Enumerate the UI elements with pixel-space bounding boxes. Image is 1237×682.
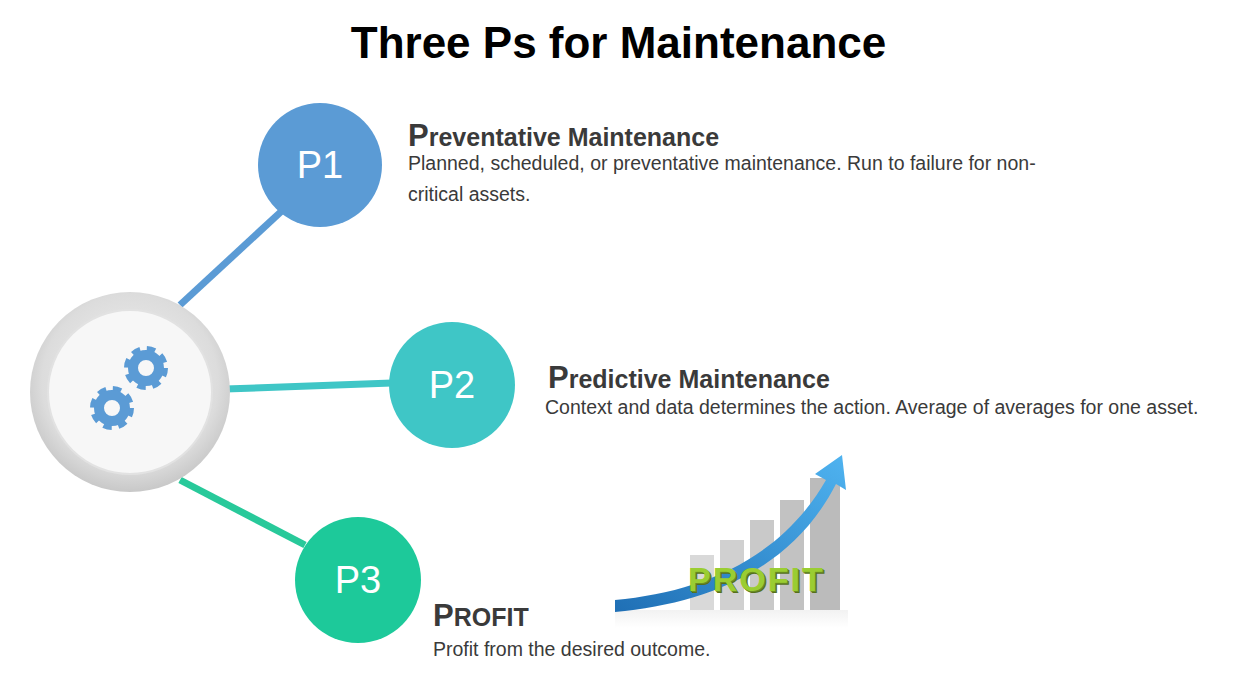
gear-icon xyxy=(96,352,162,424)
p-circle: P3PROFITProfit from the desired outcome. xyxy=(295,517,421,643)
p-circle: P1Preventative MaintenancePlanned, sched… xyxy=(258,103,382,227)
hub-ring xyxy=(30,292,230,492)
circle-label: P3 xyxy=(295,517,421,643)
p-circle: P2Predictive MaintenanceContext and data… xyxy=(389,322,515,448)
spoke-line xyxy=(180,480,305,545)
spoke-line xyxy=(225,383,392,389)
spoke-line xyxy=(180,208,285,305)
profit-chart xyxy=(615,455,848,628)
circle-label: P2 xyxy=(389,322,515,448)
illustration-label: PROFIT xyxy=(688,560,825,599)
title: Three Ps for Maintenance xyxy=(0,18,1237,68)
circle-label: P1 xyxy=(258,103,382,227)
heading: PROFIT xyxy=(433,598,529,634)
description: Planned, scheduled, or preventative main… xyxy=(408,148,1058,210)
heading: Predictive Maintenance xyxy=(548,360,830,396)
heading: Preventative Maintenance xyxy=(408,118,719,154)
hub-face xyxy=(48,310,212,474)
description: Profit from the desired outcome. xyxy=(433,634,1133,665)
description: Context and data determines the action. … xyxy=(545,392,1225,423)
